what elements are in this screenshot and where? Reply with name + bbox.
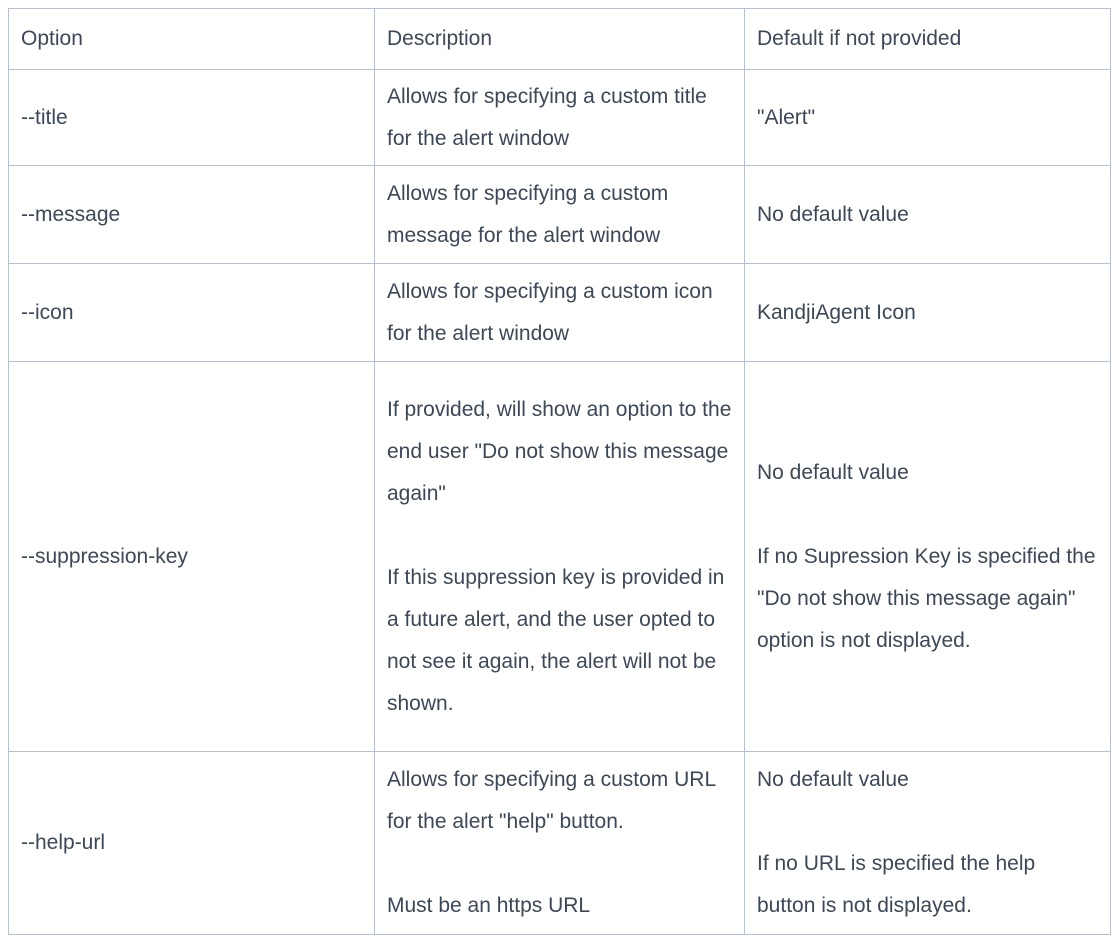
option-name-cell: --icon (8, 263, 375, 362)
option-default-cell: KandjiAgent Icon (744, 263, 1111, 362)
option-name-cell: --help-url (8, 751, 375, 935)
option-description-cell: Allows for specifying a custom message f… (374, 165, 745, 264)
option-description-cell: Allows for specifying a custom title for… (374, 69, 745, 166)
default-paragraph: KandjiAgent Icon (757, 300, 916, 324)
table-row: --title Allows for specifying a custom t… (8, 69, 1111, 166)
option-name-cell: --suppression-key (8, 361, 375, 752)
option-default-cell: No default value If no URL is specified … (744, 751, 1111, 935)
option-description-cell: Allows for specifying a custom icon for … (374, 263, 745, 362)
column-header-description: Description (374, 8, 745, 70)
default-paragraph: "Alert" (757, 105, 816, 129)
cli-options-table: Option Description Default if not provid… (8, 8, 1111, 935)
description-paragraph: Allows for specifying a custom URL for t… (387, 768, 716, 833)
column-header-option: Option (8, 8, 375, 70)
table-header: Option Description Default if not provid… (8, 8, 1111, 70)
description-paragraph: Allows for specifying a custom message f… (387, 181, 669, 247)
option-default-cell: "Alert" (744, 69, 1111, 166)
default-paragraph: If no URL is specified the help button i… (757, 852, 1036, 917)
description-paragraph: Must be an https URL (387, 894, 591, 917)
option-default-cell: No default value If no Supression Key is… (744, 361, 1111, 752)
option-description-cell: If provided, will show an option to the … (374, 361, 745, 752)
option-description-cell: Allows for specifying a custom URL for t… (374, 751, 745, 935)
default-paragraph: No default value (757, 460, 909, 484)
default-paragraph: If no Supression Key is specified the "D… (757, 544, 1096, 652)
table-row: --suppression-key If provided, will show… (8, 361, 1111, 752)
column-header-default: Default if not provided (744, 8, 1111, 70)
table-row: --message Allows for specifying a custom… (8, 165, 1111, 264)
default-paragraph: No default value (757, 768, 909, 791)
default-paragraph: No default value (757, 202, 909, 226)
table-row: --help-url Allows for specifying a custo… (8, 751, 1111, 935)
option-name-cell: --title (8, 69, 375, 166)
table-body: --title Allows for specifying a custom t… (8, 69, 1111, 935)
option-name-cell: --message (8, 165, 375, 264)
description-paragraph: If provided, will show an option to the … (387, 397, 732, 505)
options-table-container: Option Description Default if not provid… (8, 8, 1111, 935)
description-paragraph: If this suppression key is provided in a… (387, 565, 725, 715)
description-paragraph: Allows for specifying a custom title for… (387, 84, 707, 150)
table-header-row: Option Description Default if not provid… (8, 8, 1111, 70)
description-paragraph: Allows for specifying a custom icon for … (387, 279, 713, 345)
table-row: --icon Allows for specifying a custom ic… (8, 263, 1111, 362)
option-default-cell: No default value (744, 165, 1111, 264)
